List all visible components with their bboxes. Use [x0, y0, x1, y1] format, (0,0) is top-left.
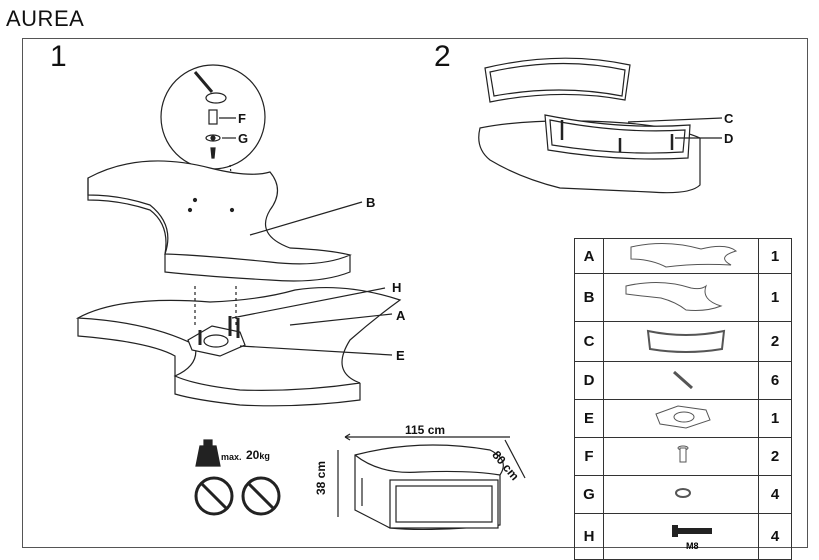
top-shelf-icon [630, 242, 738, 268]
lower-shelf-icon [625, 281, 723, 311]
dowel-icon [677, 445, 689, 462]
part-picture [603, 361, 759, 400]
part-letter: B [574, 273, 604, 322]
parts-row: D 6 [574, 361, 792, 400]
bolt-icon: M8 [672, 524, 712, 551]
parts-row: C 2 [574, 321, 792, 362]
callout-b: B [366, 195, 376, 210]
part-letter: G [574, 475, 604, 514]
callout-a: A [396, 308, 406, 323]
washer-icon [675, 487, 691, 498]
dimension-width: 115 cm [405, 423, 446, 437]
part-picture [603, 475, 759, 514]
part-qty: 4 [758, 513, 792, 560]
parts-list-table: A 1 B 1 C 2 D 6 E 1 F 2 [574, 238, 792, 560]
part-qty: 1 [758, 399, 792, 438]
parts-row: H M8 4 [574, 513, 792, 560]
screw-icon [673, 370, 693, 389]
dimension-height: 38 cm [314, 460, 328, 495]
max-load-prefix: max. [221, 452, 242, 462]
part-picture: M8 [603, 513, 759, 560]
step-1-number: 1 [50, 40, 67, 73]
part-letter: D [574, 361, 604, 400]
max-load-value: 20kg [246, 448, 270, 462]
instruction-frame [22, 38, 808, 548]
no-standing-icon [241, 476, 281, 516]
curved-panel-icon [646, 329, 726, 353]
part-letter: A [574, 238, 604, 274]
part-qty: 4 [758, 475, 792, 514]
part-qty: 6 [758, 361, 792, 400]
bolt-size-label: M8 [686, 541, 699, 551]
parts-row: B 1 [574, 273, 792, 322]
part-picture [603, 273, 759, 322]
part-picture [603, 437, 759, 476]
parts-row: A 1 [574, 238, 792, 274]
weight-icon [195, 445, 221, 467]
callout-f: F [238, 111, 246, 126]
swivel-plate-icon [655, 404, 711, 429]
part-picture [603, 238, 759, 274]
callout-g: G [238, 131, 249, 146]
max-load-unit: kg [259, 451, 270, 461]
parts-row: E 1 [574, 399, 792, 438]
part-qty: 1 [758, 273, 792, 322]
part-qty: 2 [758, 321, 792, 362]
part-picture [603, 399, 759, 438]
callout-c: C [724, 111, 734, 126]
part-letter: C [574, 321, 604, 362]
part-qty: 1 [758, 238, 792, 274]
board-b-top [87, 160, 352, 265]
callout-d: D [724, 131, 734, 146]
parts-row: G 4 [574, 475, 792, 514]
parts-row: F 2 [574, 437, 792, 476]
product-title: AUREA [6, 6, 85, 31]
part-letter: E [574, 399, 604, 438]
step-2-number: 2 [434, 40, 451, 73]
part-letter: F [574, 437, 604, 476]
part-letter: H [574, 513, 604, 560]
part-qty: 2 [758, 437, 792, 476]
callout-h: H [392, 280, 402, 295]
max-load-number: 20 [246, 448, 260, 462]
no-sitting-icon [194, 476, 234, 516]
callout-e: E [396, 348, 405, 363]
part-picture [603, 321, 759, 362]
